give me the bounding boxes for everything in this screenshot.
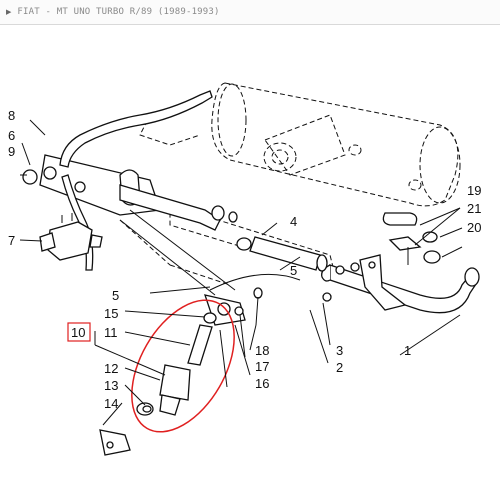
callout-10[interactable]: 10 — [71, 325, 85, 340]
parts-diagram: 8 6 9 7 4 5 19 21 20 5 15 10 11 12 13 14… — [8, 82, 481, 456]
callout-10-highlight-box[interactable] — [67, 322, 91, 342]
callout-7[interactable]: 7 — [8, 233, 15, 248]
part-7-valve — [39, 213, 103, 261]
callout-14[interactable]: 14 — [104, 396, 118, 411]
callout-18[interactable]: 18 — [255, 343, 269, 358]
callout-17[interactable]: 17 — [255, 359, 269, 374]
callout-21[interactable]: 21 — [467, 201, 481, 216]
callout-9[interactable]: 9 — [8, 144, 15, 159]
callout-5-detail[interactable]: 5 — [112, 288, 119, 303]
detail-injector-parts — [99, 287, 263, 456]
callout-11[interactable]: 11 — [104, 325, 118, 340]
callout-labels: 8 6 9 7 4 5 19 21 20 5 15 10 11 12 13 14… — [8, 108, 481, 411]
callout-20[interactable]: 20 — [467, 220, 481, 235]
callout-19[interactable]: 19 — [467, 183, 481, 198]
callout-5[interactable]: 5 — [290, 263, 297, 278]
main-pipe — [321, 254, 480, 314]
callout-15[interactable]: 15 — [104, 306, 118, 321]
callout-3[interactable]: 3 — [336, 343, 343, 358]
breadcrumb: ▶ FIAT - MT UNO TURBO R/89 (1989-1993) — [0, 0, 500, 25]
callout-2[interactable]: 2 — [336, 360, 343, 375]
part-19-21-20 — [382, 212, 441, 265]
callout-4[interactable]: 4 — [290, 214, 297, 229]
callout-16[interactable]: 16 — [255, 376, 269, 391]
callout-13[interactable]: 13 — [104, 378, 118, 393]
callout-8[interactable]: 8 — [8, 108, 15, 123]
part-4-tube — [236, 236, 328, 272]
left-bracket-assembly — [22, 90, 238, 271]
breadcrumb-text: FIAT - MT UNO TURBO R/89 (1989-1993) — [17, 7, 220, 17]
callout-12[interactable]: 12 — [104, 361, 118, 376]
callout-6[interactable]: 6 — [8, 128, 15, 143]
callout-1[interactable]: 1 — [404, 343, 411, 358]
callout-leaders — [19, 119, 463, 426]
highlight-ellipse — [131, 299, 235, 433]
triangle-right-icon: ▶ — [6, 9, 12, 16]
detail-leader-lines — [119, 209, 301, 296]
